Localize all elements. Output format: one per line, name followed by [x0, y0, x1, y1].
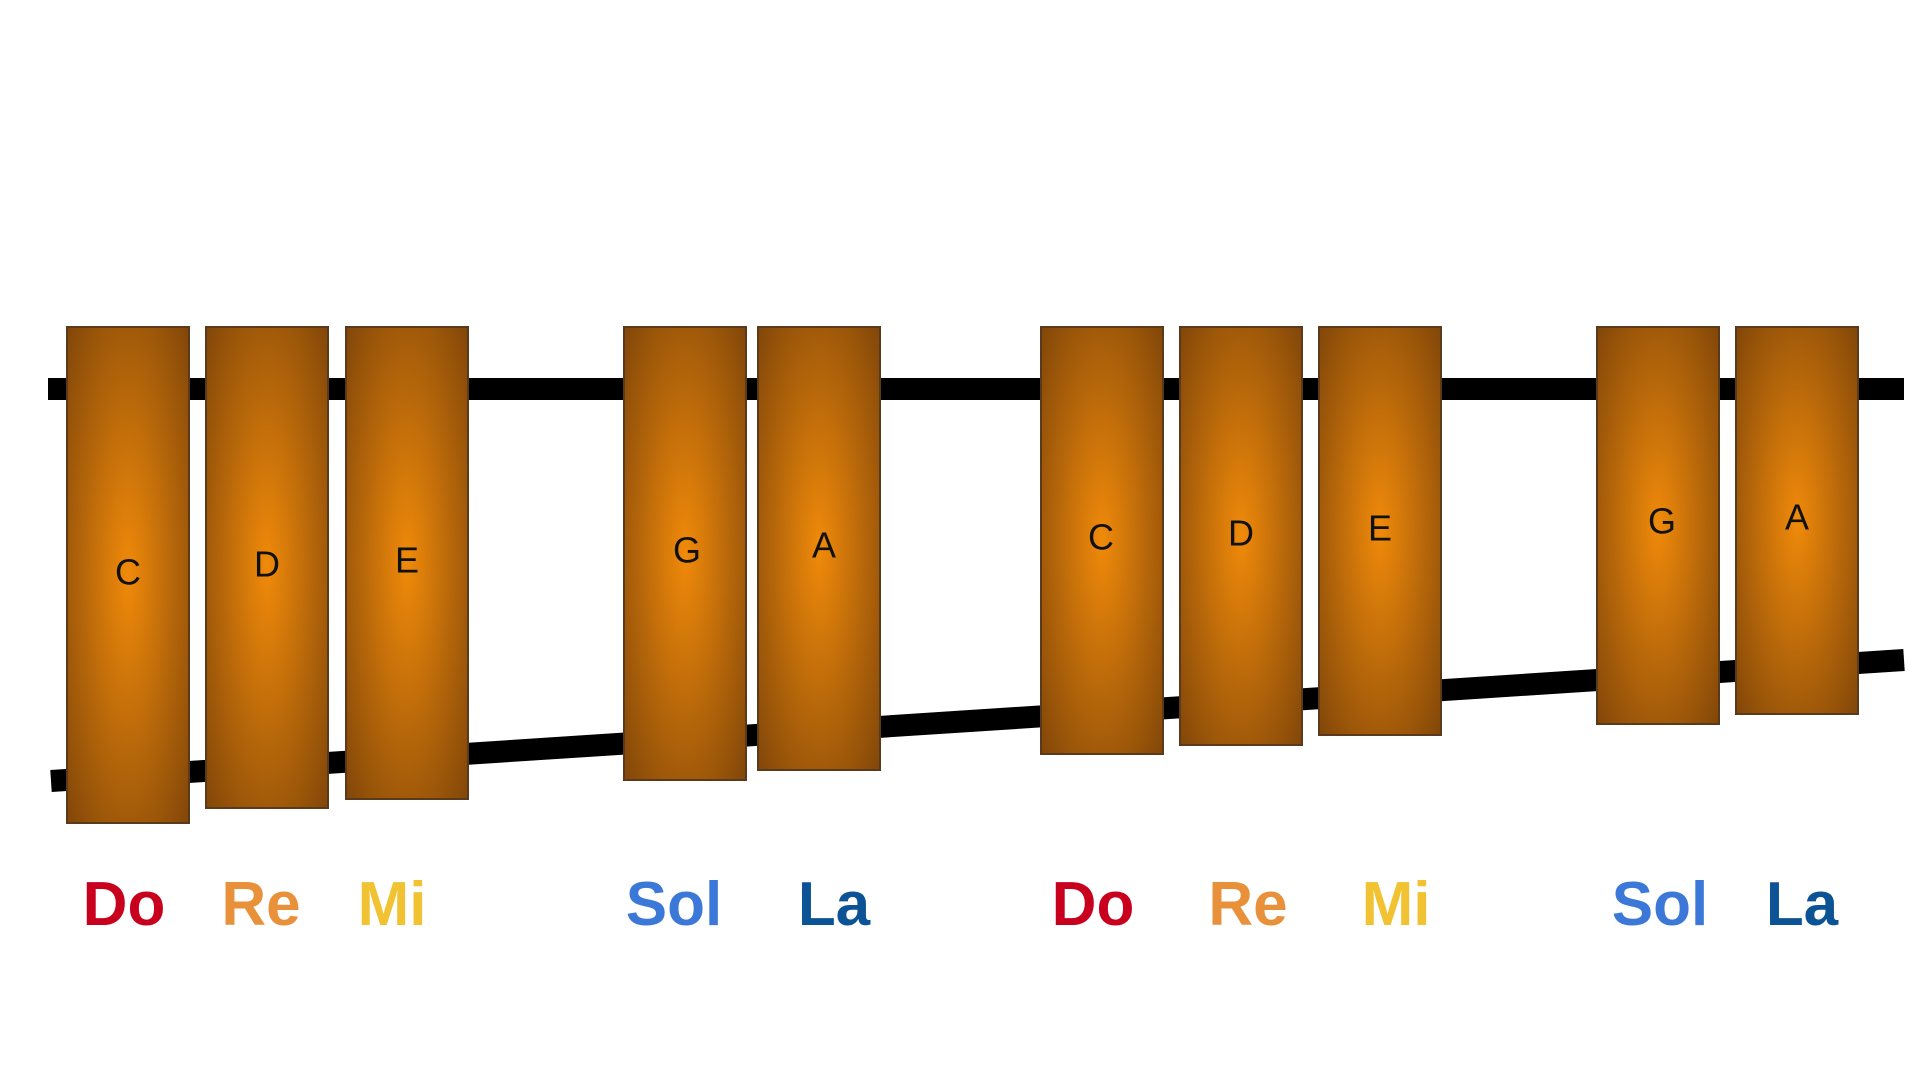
bar-7[interactable]: D	[1179, 326, 1303, 746]
bars: C D E G A C D E	[66, 326, 1859, 824]
bar-8-wood	[1318, 326, 1442, 736]
bar-6[interactable]: C	[1040, 326, 1164, 755]
solfege-label-10: La	[1766, 870, 1839, 939]
solfege-label-3: Mi	[358, 870, 427, 939]
solfege-label-8: Mi	[1362, 870, 1431, 939]
bar-2-note-label: D	[254, 544, 280, 585]
bar-1-wood	[66, 326, 190, 824]
solfege-label-4: Sol	[626, 870, 722, 939]
bar-4-wood	[623, 326, 747, 781]
bar-4[interactable]: G	[623, 326, 747, 781]
bar-5[interactable]: A	[757, 326, 881, 771]
bar-6-wood	[1040, 326, 1164, 755]
bar-9-wood	[1596, 326, 1720, 725]
bar-9[interactable]: G	[1596, 326, 1720, 725]
bar-5-note-label: A	[812, 525, 836, 566]
bar-3[interactable]: E	[345, 326, 469, 800]
bar-2[interactable]: D	[205, 326, 329, 809]
solfege-label-5: La	[798, 870, 871, 939]
solfege-label-1: Do	[83, 870, 166, 939]
bar-10[interactable]: A	[1735, 326, 1859, 715]
bar-10-wood	[1735, 326, 1859, 715]
bar-7-wood	[1179, 326, 1303, 746]
solfege-label-2: Re	[221, 870, 300, 939]
bar-3-wood	[345, 326, 469, 800]
bar-1[interactable]: C	[66, 326, 190, 824]
bar-2-wood	[205, 326, 329, 809]
bar-7-note-label: D	[1228, 513, 1254, 554]
bar-6-note-label: C	[1088, 517, 1114, 558]
bar-8-note-label: E	[1368, 508, 1392, 549]
solfege-label-7: Re	[1208, 870, 1287, 939]
bar-8[interactable]: E	[1318, 326, 1442, 736]
solfege-labels: Do Re Mi Sol La Do Re Mi Sol La	[83, 870, 1839, 939]
bar-5-wood	[757, 326, 881, 771]
bar-9-note-label: G	[1648, 501, 1676, 542]
bar-1-note-label: C	[115, 552, 141, 593]
solfege-label-9: Sol	[1612, 870, 1708, 939]
bar-4-note-label: G	[673, 530, 701, 571]
bar-3-note-label: E	[395, 540, 419, 581]
solfege-label-6: Do	[1052, 870, 1135, 939]
bar-10-note-label: A	[1785, 497, 1809, 538]
